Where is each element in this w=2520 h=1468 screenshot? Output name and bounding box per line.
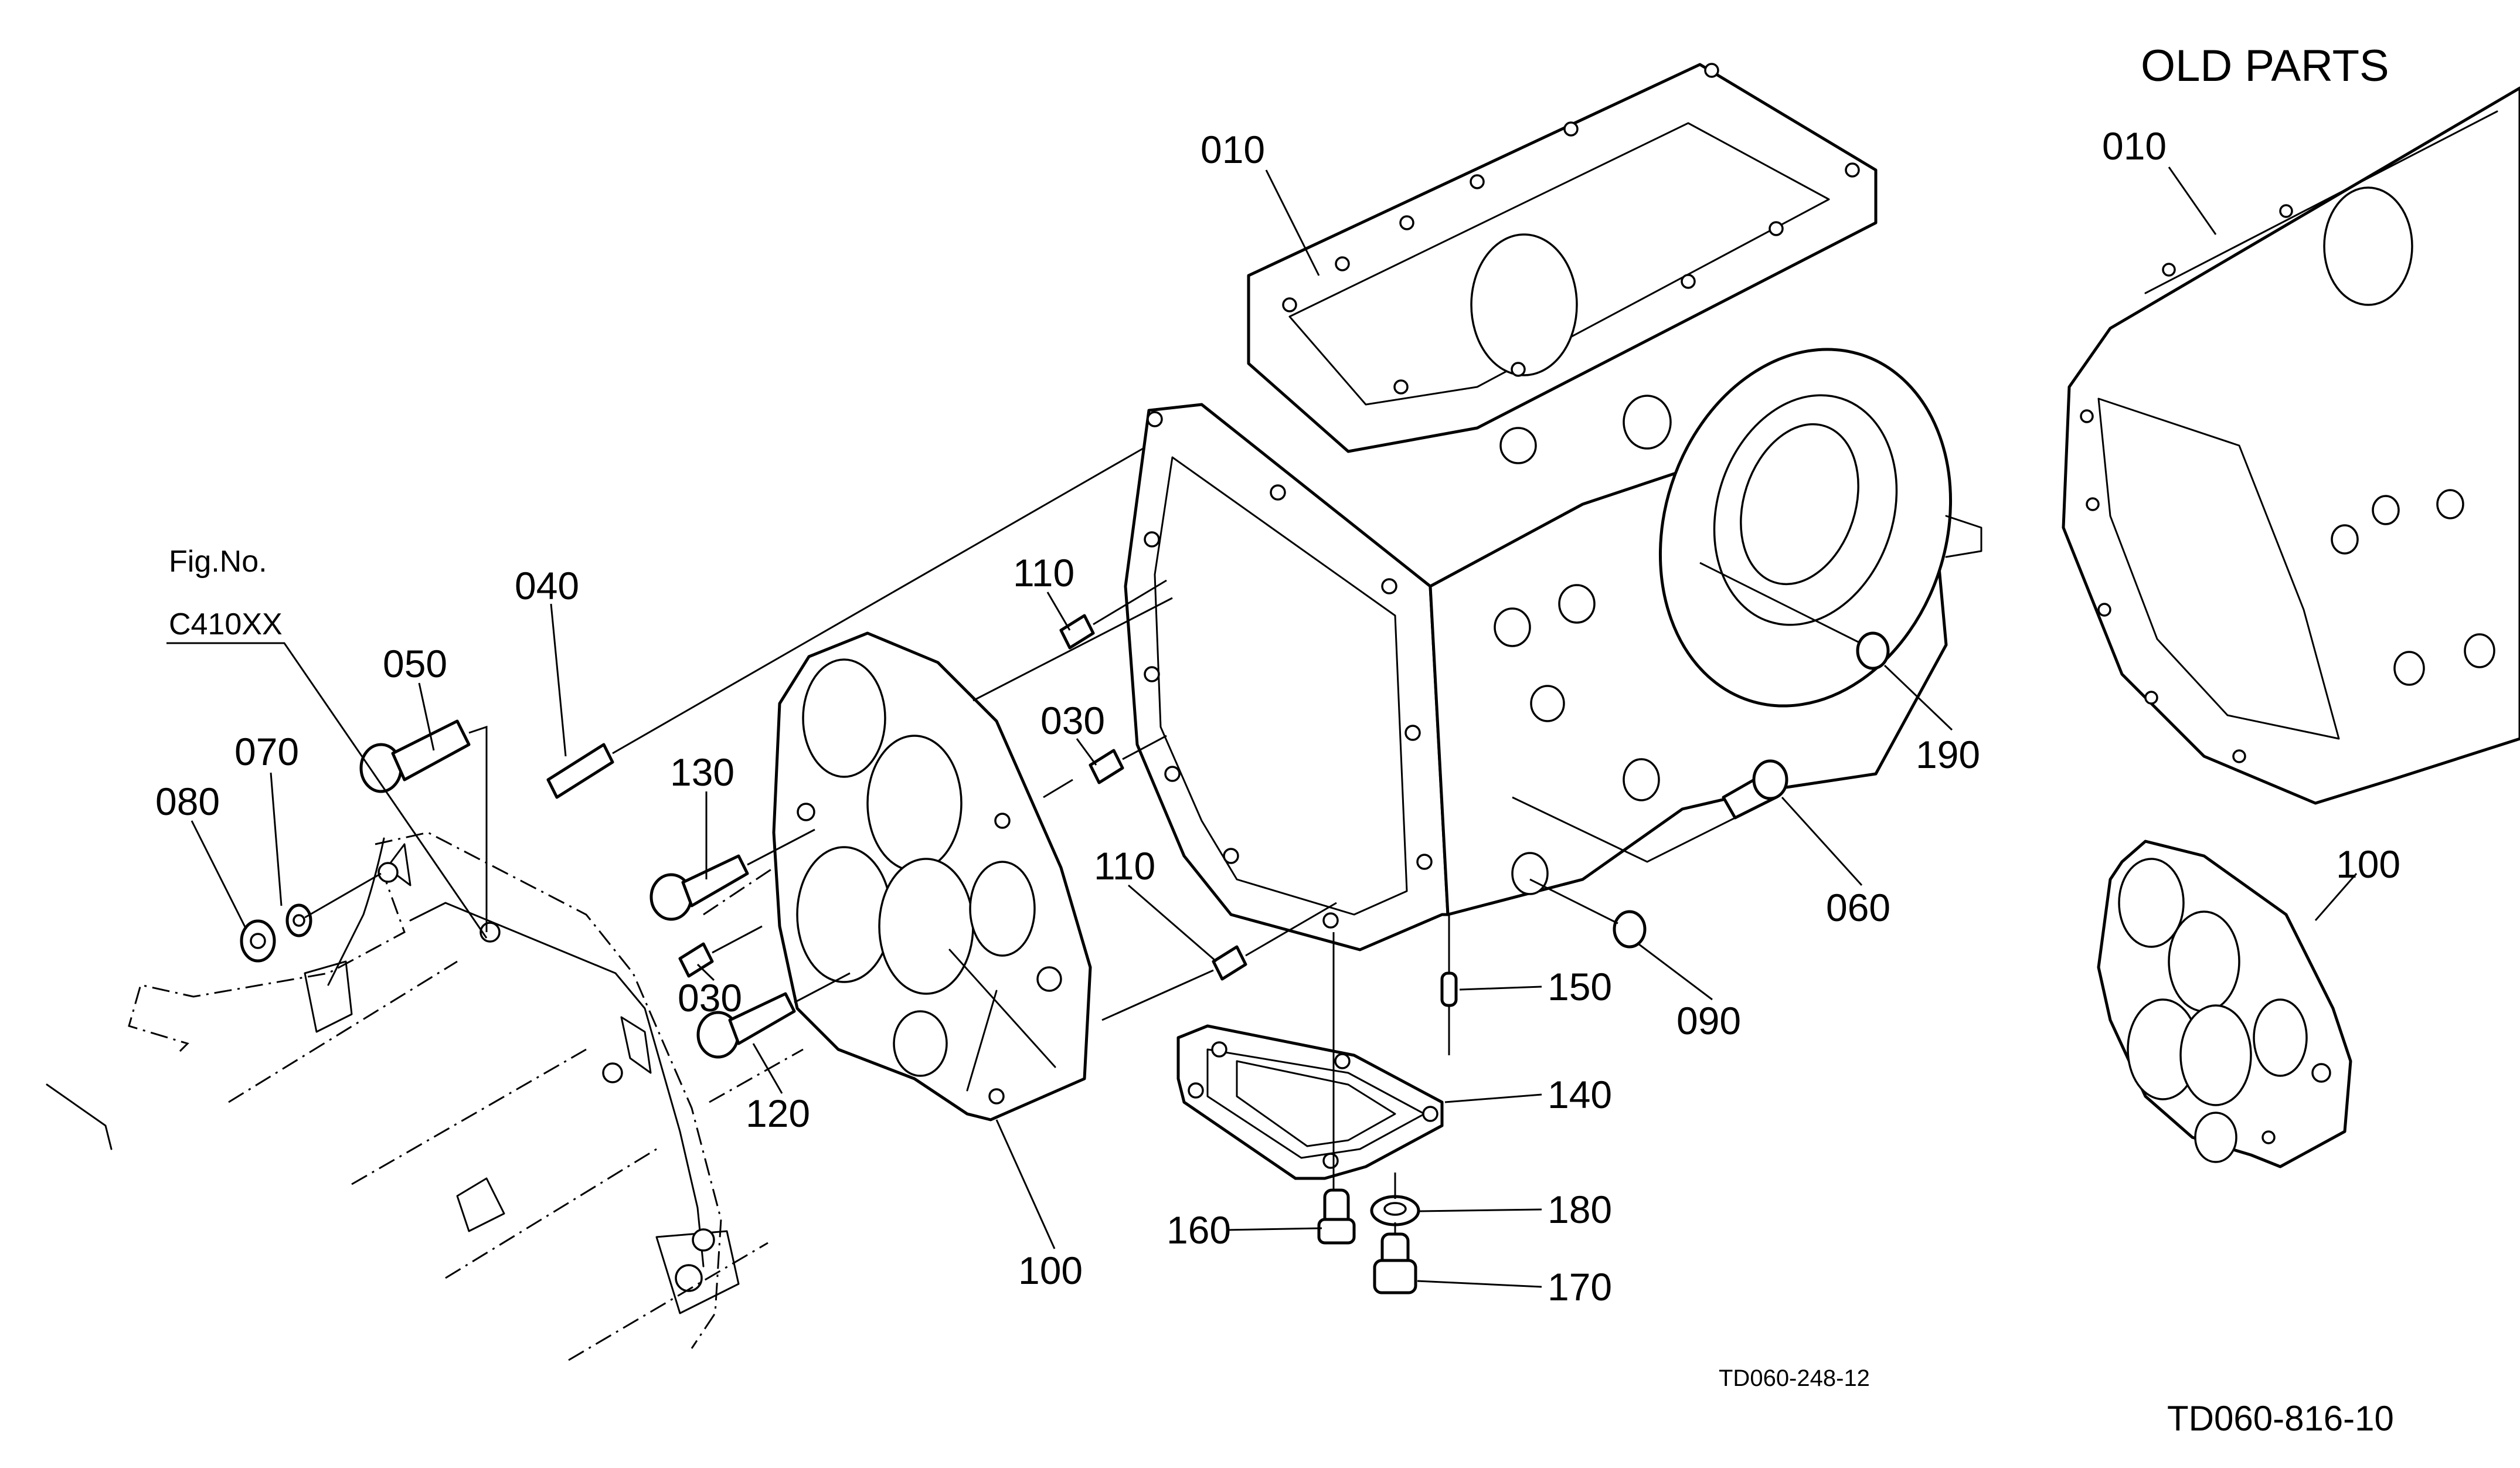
- callout-180: 180: [1548, 1188, 1612, 1231]
- callout-100-old: 100: [2336, 842, 2400, 886]
- callout-150: 150: [1548, 965, 1612, 1008]
- part-010-transmission-case: [1124, 63, 1982, 952]
- part-110-pin-top: [1059, 614, 1095, 650]
- assembly-lines: [304, 447, 1859, 1234]
- old-part-010-case: [2062, 86, 2520, 805]
- callout-010-main: 010: [1201, 128, 1265, 171]
- callout-110-top: 110: [1013, 551, 1074, 594]
- part-150-pin: [1440, 971, 1458, 1007]
- callout-040: 040: [515, 564, 579, 607]
- part-060-plug-bolt: [1722, 759, 1788, 820]
- old-parts-title: OLD PARTS: [2141, 41, 2389, 91]
- callout-080: 080: [155, 780, 220, 823]
- part-180-gasket: [1370, 1195, 1420, 1226]
- callout-010-old: 010: [2102, 124, 2167, 168]
- figure-ref-value: C410XX: [169, 607, 283, 641]
- callout-140: 140: [1548, 1073, 1612, 1116]
- callout-120: 120: [746, 1092, 810, 1135]
- callout-050: 050: [383, 642, 447, 685]
- callout-030-left: 030: [678, 976, 742, 1020]
- drawing-number-inner: TD060-248-12: [1719, 1365, 1870, 1391]
- callout-130: 130: [670, 750, 734, 794]
- callout-070: 070: [234, 730, 299, 773]
- callout-110-lower: 110: [1094, 844, 1155, 888]
- callout-030-right: 030: [1040, 699, 1105, 742]
- ghost-bracket: [46, 831, 804, 1361]
- figure-ref-label: Fig.No.: [169, 545, 267, 579]
- part-070-washer: [285, 903, 312, 937]
- callout-060: 060: [1826, 886, 1890, 929]
- part-100-bearing-plate: [772, 631, 1092, 1122]
- part-140-cover: [1176, 1024, 1444, 1180]
- callout-170: 170: [1548, 1265, 1612, 1309]
- part-190-plug: [1856, 631, 1890, 670]
- part-050-bolt: [359, 719, 471, 793]
- callout-090: 090: [1676, 999, 1741, 1042]
- part-120-bolt: [696, 992, 796, 1059]
- part-030-pin-left: [678, 942, 714, 978]
- drawing-number-outer: TD060-816-10: [2167, 1399, 2394, 1438]
- callout-100-main: 100: [1018, 1249, 1083, 1292]
- callout-160: 160: [1167, 1208, 1231, 1252]
- part-170-drain-plug: [1373, 1232, 1417, 1294]
- callout-190: 190: [1916, 733, 1980, 776]
- part-080-nut: [240, 919, 276, 963]
- part-110-pin-lower: [1212, 945, 1247, 981]
- old-part-100-plate: [2097, 840, 2352, 1168]
- part-160-drain-bolt: [1317, 1188, 1356, 1245]
- part-040-stud: [546, 743, 614, 799]
- part-090-plug: [1613, 910, 1647, 949]
- part-130-bolt: [649, 854, 749, 921]
- part-030-pin-right: [1089, 749, 1124, 784]
